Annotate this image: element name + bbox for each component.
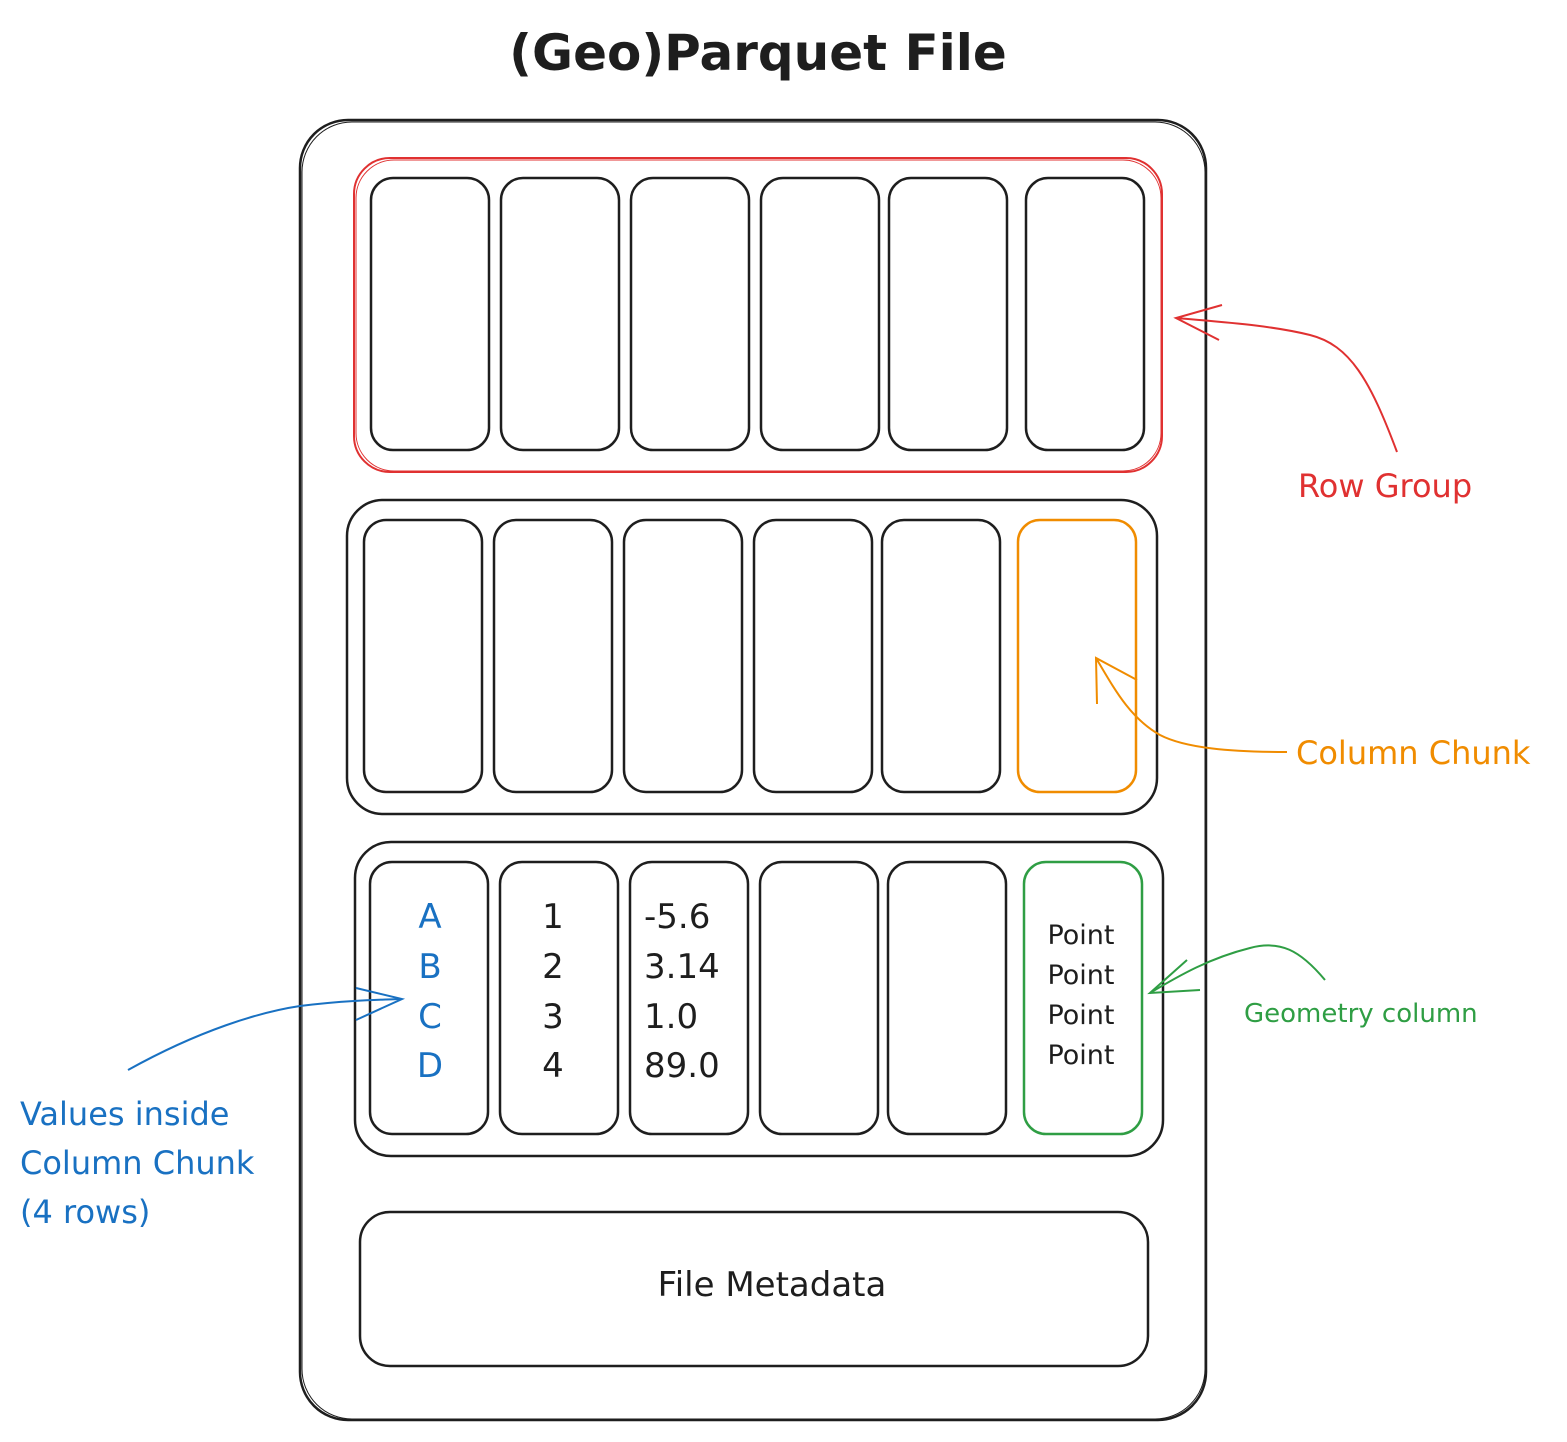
values-label-line3: (4 rows)	[20, 1193, 150, 1231]
column-chunk-1-1	[369, 176, 491, 452]
geometry-value: Point	[1047, 960, 1114, 991]
column-chunk-3-3	[628, 860, 750, 1136]
column-chunk-1-6	[1024, 176, 1146, 452]
row-group-2	[345, 498, 1159, 816]
value-cell: B	[418, 947, 441, 987]
value-cell: 4	[542, 1046, 564, 1086]
column-chunk-2-3	[622, 518, 744, 794]
values-label-line2: Column Chunk	[20, 1144, 255, 1182]
file-metadata-label: File Metadata	[658, 1265, 887, 1305]
diagram-title: (Geo)Parquet File	[509, 24, 1007, 82]
row-group-1	[353, 157, 1163, 473]
column-chunk-3-6	[1022, 860, 1144, 1136]
values-label-line1: Values inside	[20, 1095, 229, 1133]
column-chunk-2-2	[492, 518, 614, 794]
file-container	[298, 118, 1208, 1422]
row-group-arrowhead-icon	[1173, 304, 1223, 341]
column-chunk-arrow	[1095, 657, 1288, 753]
values-arrow	[127, 998, 403, 1071]
value-cell: C	[418, 997, 442, 1037]
row-group-3	[353, 840, 1165, 1158]
column-chunk-1-2	[499, 176, 621, 452]
value-cell: A	[418, 897, 441, 937]
column-chunk-2-1	[362, 518, 484, 794]
row-group-3-columns	[368, 860, 1144, 1136]
geometry-column-arrowhead-icon	[1147, 959, 1201, 995]
row-group-1-columns	[369, 176, 1146, 452]
geometry-value: Point	[1047, 1000, 1114, 1031]
column-chunk-3-2	[498, 860, 620, 1136]
column-chunk-2-6	[1016, 518, 1138, 794]
column-chunk-label: Column Chunk	[1296, 734, 1531, 772]
value-cell: 1	[542, 897, 564, 937]
row-group-arrow	[1175, 317, 1398, 453]
geometry-column-arrow	[1149, 944, 1326, 994]
column-chunk-2-5	[880, 518, 1002, 794]
column-chunk-1-5	[887, 176, 1009, 452]
file-container-sketch	[301, 121, 1206, 1420]
column-chunk-1-4	[759, 176, 881, 452]
geometry-column-label: Geometry column	[1244, 999, 1478, 1029]
column-chunk-1-3	[629, 176, 751, 452]
column-chunk-arrowhead-icon	[1094, 656, 1138, 705]
value-cell: 89.0	[644, 1046, 720, 1086]
column-chunk-3-4	[758, 860, 880, 1136]
value-cell: 2	[542, 947, 564, 987]
value-cell: 3	[542, 997, 564, 1037]
geometry-value: Point	[1047, 1040, 1114, 1071]
value-cell: D	[417, 1046, 443, 1086]
value-cell: -5.6	[644, 897, 710, 937]
file-metadata-box	[358, 1210, 1150, 1368]
row-group-2-columns	[362, 518, 1138, 794]
row-group-label: Row Group	[1298, 467, 1472, 505]
column-chunk-3-5	[886, 860, 1008, 1136]
values-arrowhead-icon	[355, 987, 406, 1021]
column-chunk-2-4	[752, 518, 874, 794]
value-cell: 1.0	[644, 997, 698, 1037]
geometry-value: Point	[1047, 920, 1114, 951]
column-chunk-3-1	[368, 860, 490, 1136]
value-cell: 3.14	[644, 947, 720, 987]
row-group-1-sketch	[355, 159, 1162, 472]
